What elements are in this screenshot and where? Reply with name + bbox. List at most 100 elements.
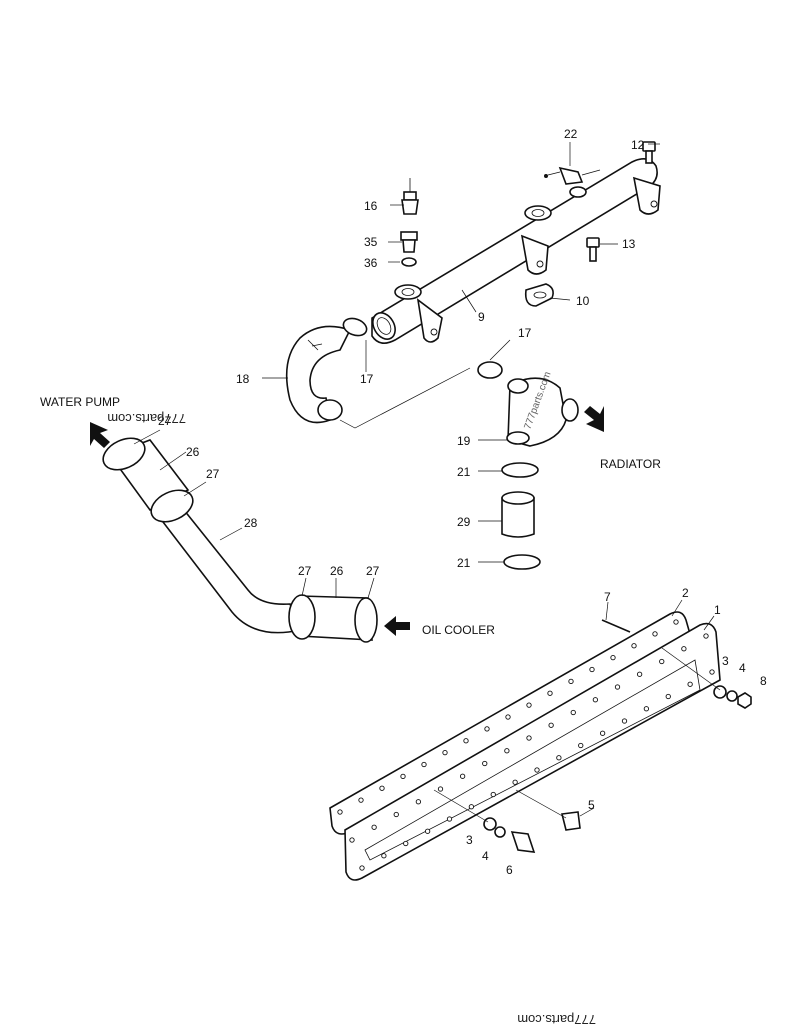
cover-bolt-hole-top — [526, 735, 532, 741]
cover-bolt-hole-top — [659, 658, 665, 665]
cover-bolt-hole-bottom — [665, 693, 671, 700]
callout-9: 9 — [478, 310, 485, 324]
callout-13: 13 — [622, 237, 636, 251]
watermark-bottom: 777parts.com — [517, 1012, 596, 1027]
gasket-bolt-hole — [442, 749, 448, 756]
callout-27-lower-right: 27 — [366, 564, 380, 578]
clamp-17-upper — [342, 317, 368, 337]
stud-7 — [601, 619, 631, 633]
cover-bolt-hole-top — [349, 837, 355, 843]
callout-26-lower: 26 — [330, 564, 344, 578]
callout-35: 35 — [364, 235, 378, 249]
callout-1: 1 — [714, 603, 721, 617]
hose-29 — [501, 491, 535, 538]
gasket-bolt-hole — [421, 761, 427, 768]
clamp-21-lower — [503, 554, 541, 570]
callout-17-right: 17 — [518, 326, 532, 340]
cover-bolt-hole-bottom — [621, 718, 628, 724]
callout-36: 36 — [364, 256, 378, 270]
cover-bolt-hole-bottom — [556, 755, 562, 761]
callout-10: 10 — [576, 294, 590, 308]
cover-bolt-hole-top — [459, 773, 466, 779]
nut-8 — [737, 692, 752, 709]
oil-cooler-label: OIL COOLER — [422, 623, 495, 637]
callout-12: 12 — [631, 138, 645, 152]
clamp-27-middle — [150, 489, 194, 523]
callout-27-top: 27 — [158, 414, 172, 428]
water-pump-label: WATER PUMP — [40, 395, 120, 409]
gasket-bolt-hole — [379, 785, 385, 791]
gasket-bolt-hole — [610, 654, 616, 661]
clamp-21-upper — [501, 462, 539, 478]
cover-bolt-hole-bottom — [446, 816, 453, 822]
cover-bolt-hole-bottom — [578, 742, 584, 749]
washer-3-right — [713, 685, 727, 699]
callout-7: 7 — [604, 590, 611, 604]
cover-bolt-hole-top — [703, 633, 709, 639]
gasket-bolt-hole — [526, 702, 532, 708]
cover-bolt-hole-bottom — [709, 669, 715, 675]
hose-18 — [285, 325, 352, 424]
gasket-bolt-hole — [505, 714, 511, 720]
cover-bolt-hole-top — [504, 748, 510, 754]
cover-bolt-hole-top — [548, 722, 554, 728]
cover-bolt-hole-bottom — [490, 791, 496, 798]
cover-bolt-hole-top — [570, 709, 576, 716]
clamp-17-lower — [477, 361, 503, 379]
callout-29: 29 — [457, 515, 471, 529]
gasket-10 — [524, 283, 554, 307]
gasket-bolt-hole — [358, 797, 364, 803]
washer-3-left — [483, 817, 497, 831]
cover-bolt-hole-bottom — [512, 779, 518, 785]
callout-6: 6 — [506, 863, 513, 877]
callout-18: 18 — [236, 372, 250, 386]
callout-3-right: 3 — [722, 654, 729, 668]
cover-bolt-hole-bottom — [403, 840, 409, 847]
o-ring-36 — [401, 257, 417, 267]
temperature-sender — [544, 166, 601, 185]
clamp-27-lower-right — [354, 597, 378, 643]
callout-labels: 22 12 16 35 13 36 10 9 17 18 17 27 19 26… — [158, 127, 767, 877]
gasket-bolt-hole — [631, 643, 637, 649]
callout-27-second: 27 — [206, 467, 220, 481]
clamp-27-lower-left — [288, 594, 316, 640]
callout-17-left: 17 — [360, 372, 374, 386]
gasket-bolt-hole — [673, 619, 679, 625]
callout-27-lower-left: 27 — [298, 564, 312, 578]
water-manifold-pipe — [371, 158, 661, 344]
callout-19: 19 — [457, 434, 471, 448]
cover-bolt-hole-top — [415, 799, 422, 805]
callout-4-right: 4 — [739, 661, 746, 675]
gasket-bolt-hole — [400, 773, 406, 780]
cover-bolt-hole-top — [681, 646, 687, 652]
callout-26-upper: 26 — [186, 445, 200, 459]
callout-21-upper: 21 — [457, 465, 471, 479]
callout-28: 28 — [244, 516, 258, 530]
bolt-13 — [586, 237, 600, 262]
cover-bolt-hole-top — [437, 786, 444, 792]
gasket-bolt-hole — [568, 678, 574, 685]
sender-16 — [401, 178, 419, 215]
gasket-bolt-hole — [337, 809, 343, 815]
cover-bolt-hole-top — [393, 811, 399, 818]
cover-bolt-hole-top — [636, 671, 643, 677]
gasket-bolt-hole — [484, 726, 490, 732]
gasket-bolt-hole — [589, 666, 595, 673]
stud-6 — [510, 831, 536, 853]
cover-bolt-hole-bottom — [424, 828, 431, 834]
radiator-label: RADIATOR — [600, 457, 661, 471]
cover-bolt-hole-bottom — [359, 865, 365, 871]
cover-bolt-hole-bottom — [534, 767, 540, 773]
cover-bolt-hole-top — [482, 760, 488, 767]
bolt-5 — [561, 811, 581, 831]
callout-2: 2 — [682, 586, 689, 600]
cover-bolt-hole-bottom — [643, 706, 650, 712]
callout-21-lower: 21 — [457, 556, 471, 570]
callout-22: 22 — [564, 127, 578, 141]
callout-4-left: 4 — [482, 849, 489, 863]
washer-4-right — [726, 690, 738, 702]
watermark-top: 777parts.com — [107, 411, 186, 426]
plug-35 — [400, 231, 418, 253]
gasket-bolt-hole — [652, 631, 658, 637]
water-pump-arrow — [90, 422, 110, 448]
